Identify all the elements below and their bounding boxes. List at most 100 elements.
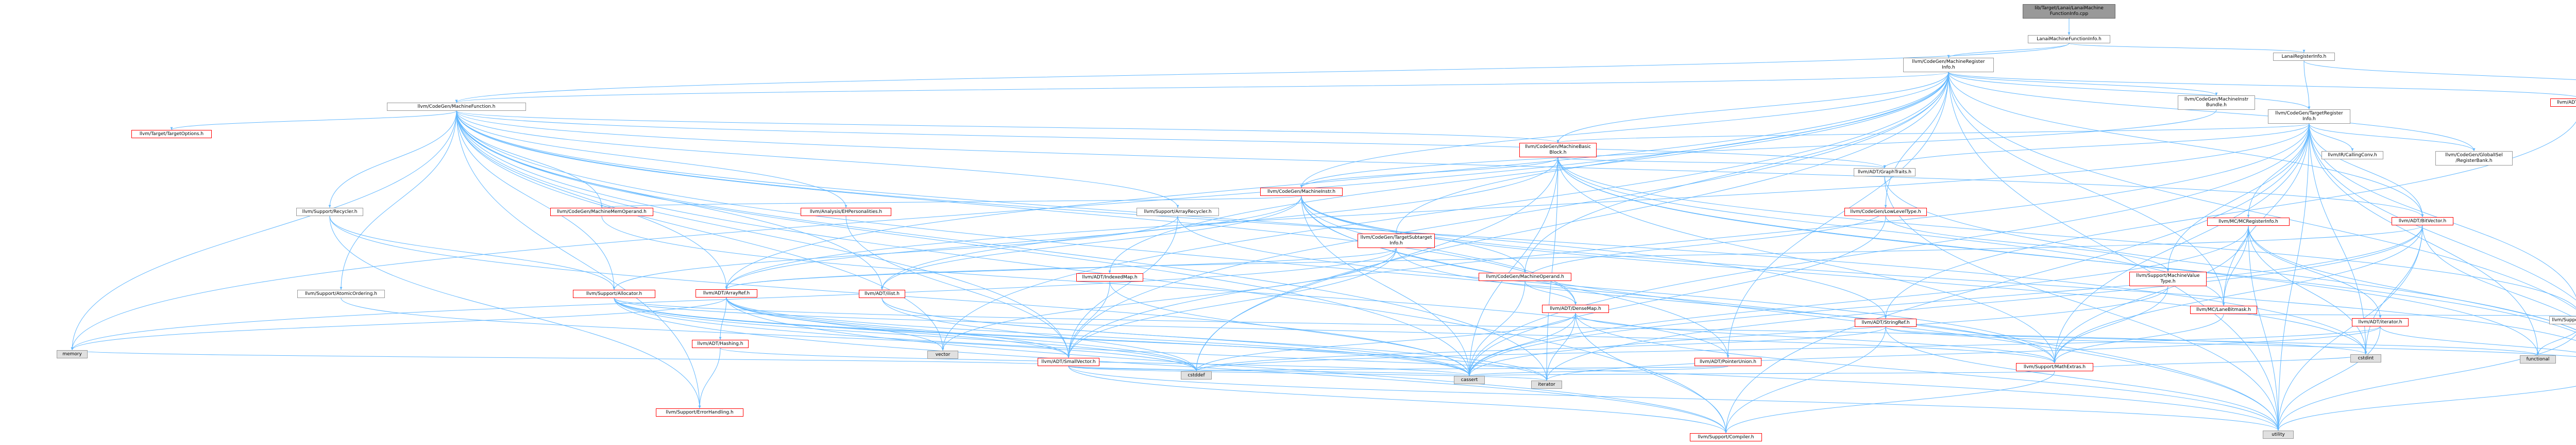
node-grb[interactable]: llvm/CodeGen/GlobalISel /RegisterBank.h: [2435, 151, 2513, 166]
node-utility: utility: [2263, 431, 2294, 439]
node-recycler[interactable]: llvm/Support/Recycler.h: [296, 208, 363, 216]
edge-mf-to-allocator: [456, 110, 616, 290]
edge-mcri-to-utility: [2248, 225, 2280, 431]
node-bitvector[interactable]: llvm/ADT/BitVector.h: [2392, 217, 2453, 225]
edge-mri-to-mi: [1300, 72, 1949, 188]
node-lanebitmask[interactable]: llvm/MC/LaneBitmask.h: [2190, 306, 2257, 314]
edge-tri-to-compiler: [1724, 123, 2310, 434]
edge-arecycler-to-allocator: [613, 216, 1178, 290]
node-iterator[interactable]: llvm/ADT/iterator.h: [2352, 318, 2409, 326]
edge-arrayref-to-vector: [726, 297, 944, 351]
edge-tri-to-utility: [2277, 123, 2310, 431]
edge-mri-to-mib: [1948, 72, 2218, 96]
node-printable[interactable]: llvm/Support/Printable.h: [2549, 316, 2576, 324]
node-mri[interactable]: llvm/CodeGen/MachineRegister Info.h: [1903, 58, 1994, 72]
edge-ilist-to-cstddef: [882, 298, 1198, 372]
node-graphtraits[interactable]: llvm/ADT/GraphTraits.h: [1854, 168, 1916, 176]
edge-allocator-to-cstddef: [614, 298, 1198, 372]
node-root: lib/Target/Lanai/LanaiMachine FunctionIn…: [2023, 4, 2115, 19]
edge-mf-to-errhandling: [456, 110, 701, 409]
node-mo[interactable]: llvm/CodeGen/MachineOperand.h: [1479, 273, 1571, 281]
edge-mri-to-mbb: [1556, 72, 1949, 143]
edge-mathextras-to-compiler: [1724, 371, 2055, 434]
edge-arecycler-to-smallvector: [1067, 216, 1178, 358]
edge-iterator-to-utility: [2277, 326, 2381, 431]
edge-mi-to-ilist: [880, 195, 1302, 290]
node-stringset[interactable]: llvm/ADT/StringSet.h: [2550, 98, 2576, 107]
edge-tri-to-grb: [2309, 123, 2476, 152]
edge-densemap-to-iterator_std: [1545, 312, 1576, 381]
node-vector: vector: [927, 351, 958, 359]
node-compiler[interactable]: llvm/Support/Compiler.h: [1690, 433, 1762, 441]
node-arrayref[interactable]: llvm/ADT/ArrayRef.h: [696, 289, 757, 298]
edge-mbb-to-graphtraits: [1557, 157, 1886, 169]
node-indexedmap[interactable]: llvm/ADT/IndexedMap.h: [1076, 273, 1143, 282]
edge-mib-to-mi: [1300, 109, 2217, 188]
node-mf[interactable]: llvm/CodeGen/MachineFunction.h: [387, 103, 526, 111]
edge-mbb-to-ilist: [880, 157, 1558, 290]
edge-tsi-to-mathextras: [1396, 248, 2056, 364]
edge-ehp-to-smallvector: [845, 216, 1070, 358]
node-tsi[interactable]: llvm/CodeGen/TargetSubtarget Info.h: [1358, 234, 1435, 248]
edge-tri-to-mvt: [2166, 123, 2310, 272]
edge-stringref-to-utility: [1885, 326, 2280, 431]
node-mathextras[interactable]: llvm/Support/MathExtras.h: [2016, 363, 2093, 371]
node-hashing[interactable]: llvm/ADT/Hashing.h: [692, 340, 749, 348]
node-smallvector[interactable]: llvm/ADT/SmallVector.h: [1038, 358, 1099, 366]
node-mi[interactable]: llvm/CodeGen/MachineInstr.h: [1260, 188, 1343, 196]
edge-mf-to-bitvector: [456, 110, 2424, 218]
edge-atomic-to-cstddef: [341, 298, 1198, 372]
edge-mcri-to-iterator: [2248, 225, 2382, 319]
node-mcri[interactable]: llvm/MC/MCRegisterInfo.h: [2207, 218, 2290, 226]
node-mvt[interactable]: llvm/Support/MachineValue Type.h: [2129, 272, 2207, 286]
node-lri[interactable]: LanaiRegisterInfo.h: [2273, 53, 2335, 61]
edge-mri-to-llt: [1884, 72, 1949, 208]
edge-allocator-to-cstdint: [614, 298, 2367, 355]
edge-lmfi-to-mri: [1947, 43, 2070, 58]
edge-tsi-to-vector: [941, 248, 1397, 351]
node-densemap[interactable]: llvm/ADT/DenseMap.h: [1542, 305, 1609, 313]
edge-mri-to-vector: [941, 72, 1949, 351]
edge-iterator-to-iterator_std: [1545, 326, 2381, 381]
edge-arrayref-to-compiler: [726, 297, 1727, 434]
edges-layer: [71, 19, 2576, 434]
node-callconv[interactable]: llvm/IR/CallingConv.h: [2321, 151, 2383, 159]
node-ehp[interactable]: llvm/Analysis/EHPersonalities.h: [801, 208, 891, 216]
node-llt[interactable]: llvm/CodeGen/LowLevelType.h: [1844, 208, 1927, 216]
edge-arecycler-to-mathextras: [1177, 216, 2056, 364]
edge-mf-to-ttopt: [170, 110, 457, 130]
edge-mvt-to-mathextras: [2053, 286, 2168, 364]
edge-tri-to-lanebitmask: [2222, 123, 2310, 306]
edge-densemap-to-cassert: [1468, 312, 1576, 376]
edge-pointerunion-to-cassert: [1468, 366, 1728, 376]
edge-mf-to-compiler: [456, 110, 1727, 434]
node-iterator_std: iterator: [1531, 381, 1562, 389]
edge-stringset-to-stringref: [1884, 121, 2576, 319]
node-arecycler[interactable]: llvm/Support/ArrayRecycler.h: [1137, 208, 1219, 216]
node-stringref[interactable]: llvm/ADT/StringRef.h: [1855, 319, 1917, 327]
edge-tri-to-graphtraits: [1883, 123, 2310, 169]
edge-tri-to-cstdint: [2309, 123, 2367, 355]
edge-bitvector-to-utility: [2277, 225, 2423, 431]
node-atomic[interactable]: llvm/Support/AtomicOrdering.h: [297, 290, 385, 298]
node-tri[interactable]: llvm/CodeGen/TargetRegister Info.h: [2268, 109, 2350, 124]
edge-mbb-to-printable: [1557, 157, 2576, 308]
edge-mri-to-memory: [71, 72, 1949, 351]
node-pointerunion[interactable]: llvm/ADT/PointerUnion.h: [1694, 358, 1761, 366]
edge-tri-to-iterrange: [2309, 123, 2576, 301]
edge-densemap-to-cstddef: [1195, 312, 1576, 372]
edge-mcri-to-cassert: [1468, 225, 2249, 376]
node-ttopt[interactable]: llvm/Target/TargetOptions.h: [131, 130, 212, 138]
node-mib[interactable]: llvm/CodeGen/MachineInstr Bundle.h: [2178, 95, 2255, 110]
node-lmfi[interactable]: LanaiMachineFunctionInfo.h: [2028, 35, 2110, 43]
node-allocator[interactable]: llvm/Support/Allocator.h: [573, 290, 655, 298]
edge-mf-to-cassert: [456, 110, 1471, 376]
edge-mf-to-mbb: [456, 110, 1560, 143]
node-mbb[interactable]: llvm/CodeGen/MachineBasic Block.h: [1519, 143, 1597, 157]
node-errhandling[interactable]: llvm/Support/ErrorHandling.h: [656, 408, 743, 417]
edge-mri-to-grb: [1948, 72, 2476, 152]
edge-smallvector-to-iterator_std: [1068, 366, 1548, 381]
node-mmo[interactable]: llvm/CodeGen/MachineMemOperand.h: [550, 208, 653, 216]
node-ilist[interactable]: llvm/ADT/ilist.h: [859, 290, 905, 298]
